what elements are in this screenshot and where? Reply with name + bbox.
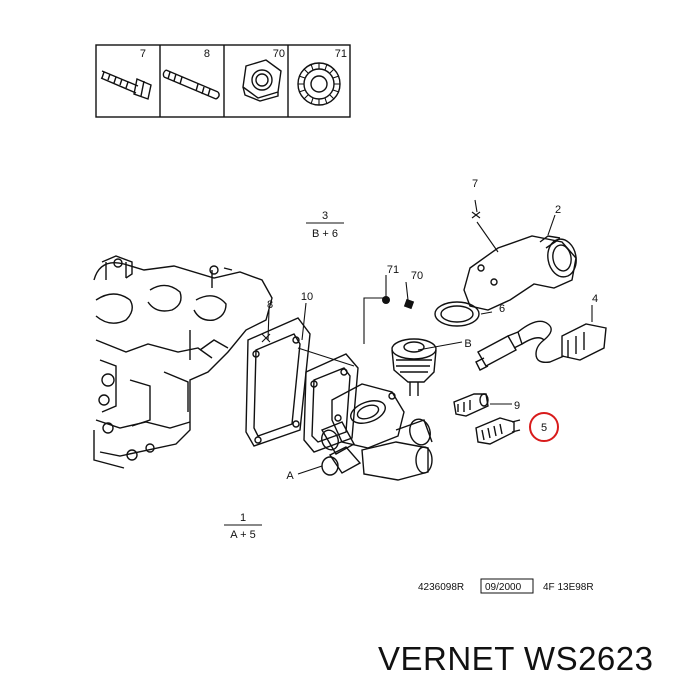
bolt-icon bbox=[100, 70, 152, 100]
brand-part-number: VERNET WS2623 bbox=[378, 640, 654, 677]
outlet-elbow bbox=[463, 235, 577, 311]
cylinder-head-drawing bbox=[93, 255, 273, 469]
footer-ref-code: 4236098R bbox=[418, 582, 464, 593]
callout-a5: A + 5 bbox=[230, 529, 255, 541]
legend-label-71: 71 bbox=[335, 48, 347, 60]
serrated-washer-icon bbox=[297, 62, 341, 106]
sensor-9 bbox=[453, 393, 489, 417]
callout-3: 3 bbox=[322, 210, 328, 222]
fastener-legend bbox=[95, 44, 351, 118]
washer-marker-icon bbox=[382, 296, 390, 304]
legend-label-8: 8 bbox=[204, 48, 210, 60]
housing-gasket bbox=[303, 353, 359, 453]
callout-10: 10 bbox=[301, 291, 313, 303]
callout-a: A bbox=[286, 470, 294, 482]
callout-4: 4 bbox=[592, 293, 598, 305]
callout-labels: 3 B + 6 1 A + 5 7 2 71 70 8 10 6 4 B 9 5… bbox=[224, 178, 598, 541]
thermostat-valve bbox=[391, 338, 437, 396]
thermostat-housing bbox=[320, 383, 433, 481]
o-ring bbox=[434, 301, 480, 327]
callout-b: B bbox=[464, 338, 471, 350]
footer-code2: 4F 13E98R bbox=[543, 582, 594, 593]
cylinder-head-gasket bbox=[245, 317, 311, 447]
footer-date-box bbox=[480, 578, 534, 594]
callout-6: 6 bbox=[499, 303, 505, 315]
legend-label-70: 70 bbox=[273, 48, 285, 60]
highlight-circle bbox=[529, 412, 559, 442]
temperature-sensor-with-harness bbox=[475, 320, 607, 371]
callout-71: 71 bbox=[387, 264, 399, 276]
callout-8: 8 bbox=[267, 299, 273, 311]
stud-icon bbox=[162, 69, 220, 100]
sensor-5 bbox=[475, 417, 521, 445]
footer-reference: 4236098R 09/2000 4F 13E98R bbox=[418, 578, 594, 594]
leader-lines bbox=[261, 199, 593, 475]
hex-nut-icon bbox=[242, 59, 282, 102]
nut-marker-icon bbox=[403, 298, 415, 310]
legend-labels: 7 8 70 71 bbox=[140, 48, 347, 60]
footer-date: 09/2000 bbox=[485, 582, 522, 593]
legend-label-7: 7 bbox=[140, 48, 146, 60]
callout-1: 1 bbox=[240, 512, 246, 524]
callout-7: 7 bbox=[472, 178, 478, 190]
callout-b6: B + 6 bbox=[312, 228, 338, 240]
callout-70: 70 bbox=[411, 270, 423, 282]
callout-9: 9 bbox=[514, 400, 520, 412]
callout-5: 5 bbox=[541, 422, 547, 434]
callout-2: 2 bbox=[555, 204, 561, 216]
